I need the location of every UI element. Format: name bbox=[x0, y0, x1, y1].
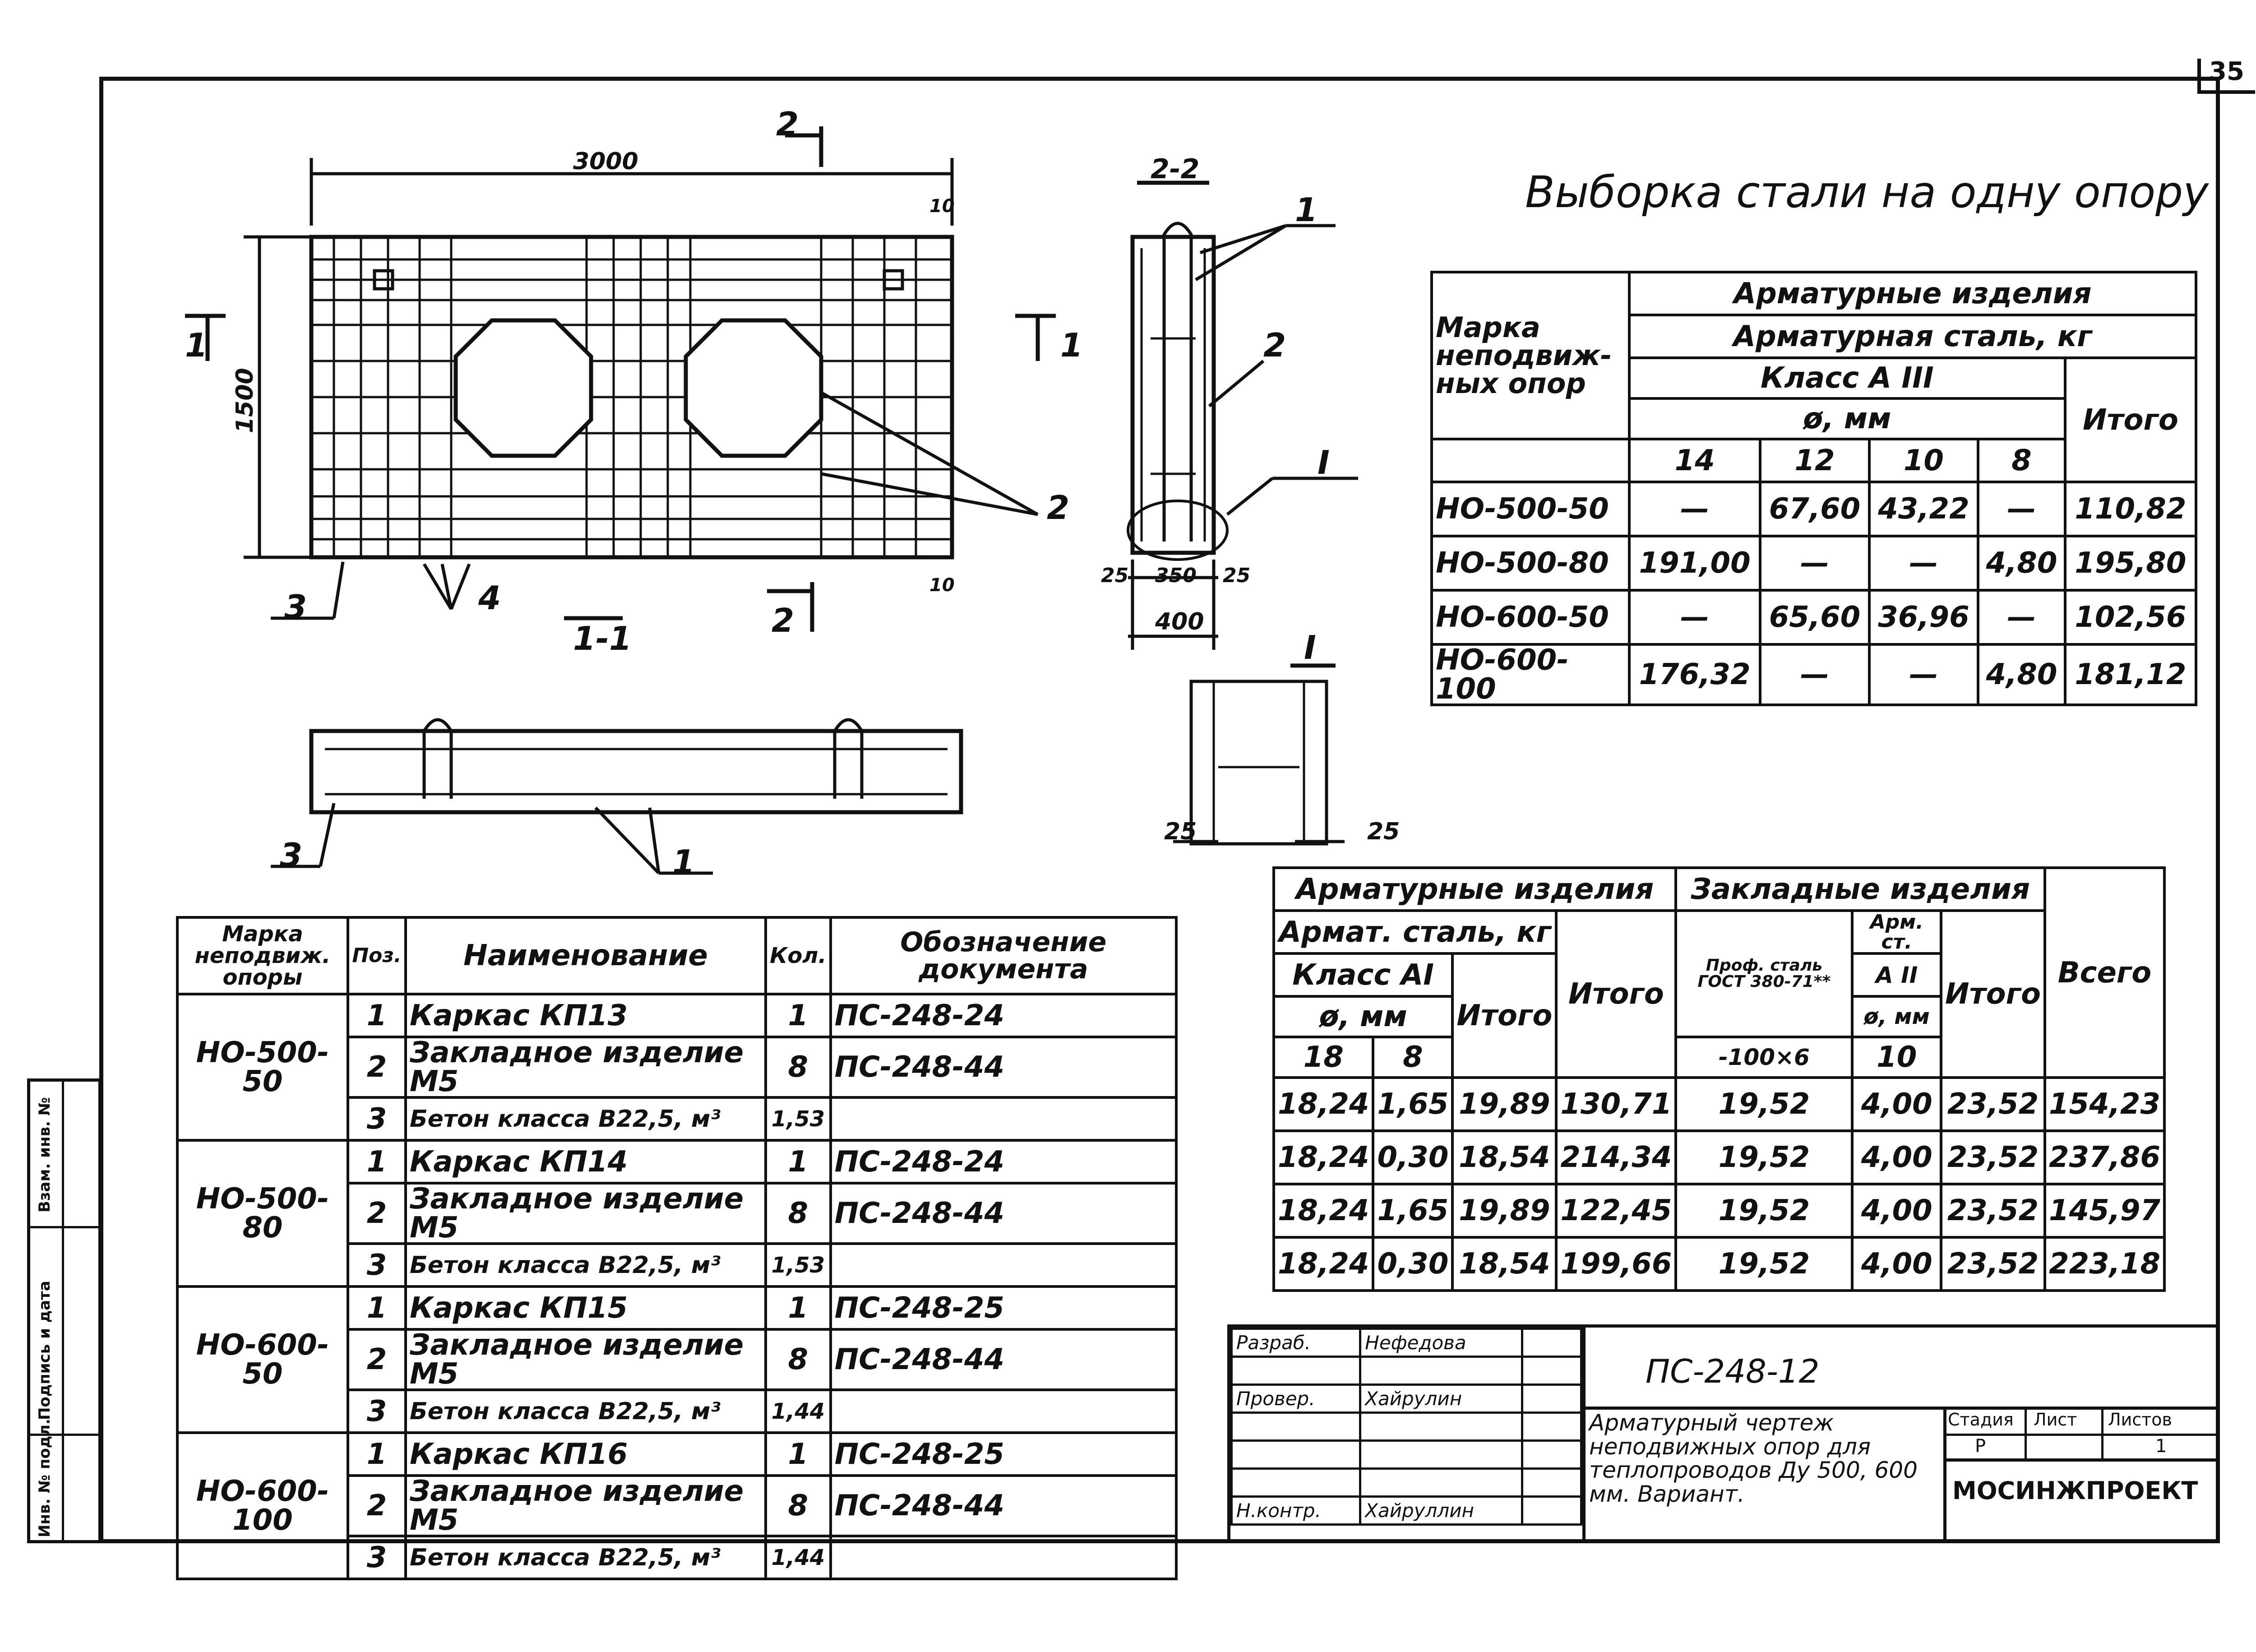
table-row: НО-500-80 191,00 — — 4,80 195,80 bbox=[1430, 535, 2198, 592]
dim-I-25b: 25 bbox=[1367, 818, 1400, 845]
table-row: 2 Закладное изделие М5 8 ПС-248-44 bbox=[177, 1328, 1178, 1391]
mark-2-b: 2 bbox=[772, 602, 794, 639]
table-row: НО-600-100 1 Каркас КП16 1 ПС-248-25 bbox=[176, 1431, 1178, 1580]
mark-2-a: 2 bbox=[776, 105, 799, 143]
dim-10-a: 10 bbox=[929, 196, 955, 217]
dim-10-b: 10 bbox=[929, 575, 955, 596]
cont-header-total-1: Итого bbox=[1451, 952, 1558, 1079]
section-label-I: I bbox=[1304, 629, 1316, 666]
table-row: НО-500-50 1 Каркас КП13 1 ПС-248-24 bbox=[176, 993, 1178, 1142]
table-row: 2 Закладное изделие М5 8 ПС-248-44 bbox=[177, 1182, 1178, 1245]
steel-diam-14: 14 bbox=[1627, 438, 1762, 483]
mark-3-b: 3 bbox=[280, 836, 302, 874]
table-row: 3 Бетон класса В22,5, м³ 1,44 bbox=[177, 1388, 1178, 1434]
dim-2-2-350: 350 bbox=[1155, 564, 1197, 587]
steel-header-diam: ø, мм bbox=[1628, 397, 2066, 440]
steel-header-steel: Арматурная сталь, кг bbox=[1628, 314, 2197, 359]
cont-header-diam-10: ø, мм bbox=[1851, 995, 1942, 1038]
cont-header-all: Всего bbox=[2043, 866, 2166, 1079]
spec-header-doc: Обозначение документа bbox=[829, 916, 1178, 995]
cont-header-aii: А II bbox=[1851, 952, 1942, 998]
section-label-1-1: 1-1 bbox=[573, 620, 632, 657]
table-row: 18,24 1,65 19,89 122,45 19,52 4,00 23,52… bbox=[1272, 1183, 2166, 1239]
table-row: 18,24 1,65 19,89 130,71 19,52 4,00 23,52… bbox=[1272, 1076, 2166, 1132]
doc-code: ПС-248-12 bbox=[1646, 1352, 1820, 1390]
dim-2-2-25a: 25 bbox=[1101, 564, 1128, 587]
spec-table: Марка неподвиж. опоры Поз. Наименование … bbox=[176, 916, 1178, 1580]
table-row: 3 Бетон класса В22,5, м³ 1,53 bbox=[177, 1096, 1178, 1142]
spec-header-qty: Кол. bbox=[764, 916, 832, 995]
side-stamp: Взам. инв. № Подпись и дата Инв. № подл. bbox=[27, 1078, 102, 1543]
cont-header-arm: Арматурные изделия bbox=[1272, 866, 1678, 912]
title-block-people: Разраб. Нефедова Провер. Хайрулин Н.конт… bbox=[1230, 1328, 1582, 1526]
mark-1-a: 1 bbox=[185, 326, 208, 364]
dim-1500: 1500 bbox=[231, 368, 259, 433]
steel-header-group: Арматурные изделия bbox=[1628, 271, 2197, 316]
steel-diam-8: 8 bbox=[1977, 438, 2066, 483]
spec-header-pos: Поз. bbox=[347, 916, 407, 995]
steel-header-total: Итого bbox=[2063, 356, 2198, 483]
cont-header-arm-st: Арм. ст. bbox=[1851, 909, 1942, 955]
cont-header-arm-steel: Армат. сталь, кг bbox=[1272, 909, 1558, 955]
mark-4: 4 bbox=[478, 579, 501, 617]
section-label-I-2: I bbox=[1318, 444, 1330, 481]
org-name: МОСИНЖПРОЕКТ bbox=[1952, 1476, 2198, 1505]
table-row: НО-600-100 176,32 — — 4,80 181,12 bbox=[1430, 643, 2198, 706]
mark-2-d: 2 bbox=[1263, 326, 1286, 364]
cont-header-embed: Закладные изделия bbox=[1674, 866, 2046, 912]
sheet-number: 35 bbox=[2209, 57, 2244, 86]
table-row: НО-600-50 — 65,60 36,96 — 102,56 bbox=[1430, 589, 2198, 646]
cont-diam-18: 18 bbox=[1272, 1036, 1375, 1079]
dim-2-2-25b: 25 bbox=[1223, 564, 1250, 587]
dim-I-25a: 25 bbox=[1164, 818, 1197, 845]
steel-diam-10: 10 bbox=[1868, 438, 1980, 483]
cont-diam-8: 8 bbox=[1372, 1036, 1454, 1079]
mark-3-a: 3 bbox=[284, 588, 307, 626]
cont-header-prof: Проф. сталь ГОСТ 380-71** bbox=[1674, 909, 1854, 1038]
continuation-table: Арматурные изделия Закладные изделия Все… bbox=[1272, 866, 2166, 1292]
table-row: НО-500-80 1 Каркас КП14 1 ПС-248-24 bbox=[176, 1139, 1178, 1288]
table-row: 3 Бетон класса В22,5, м³ 1,53 bbox=[177, 1242, 1178, 1288]
spec-header-mark: Марка неподвиж. опоры bbox=[176, 916, 349, 995]
steel-header-class: Класс А III bbox=[1628, 356, 2066, 400]
doc-description: Арматурный чертеж неподвижных опор для т… bbox=[1589, 1410, 1918, 1507]
page-title: Выборка стали на одну опору bbox=[1525, 167, 2209, 217]
section-label-2-2: 2-2 bbox=[1151, 153, 1199, 185]
mark-1-c: 1 bbox=[672, 843, 695, 881]
steel-diam-12: 12 bbox=[1759, 438, 1871, 483]
mark-2-c: 2 bbox=[1047, 489, 1069, 527]
table-row: 3 Бетон класса В22,5, м³ 1,44 bbox=[177, 1535, 1178, 1580]
table-row: НО-500-50 — 67,60 43,22 — 110,82 bbox=[1430, 481, 2198, 537]
dim-3000: 3000 bbox=[573, 148, 638, 175]
cont-header-diam: ø, мм bbox=[1272, 995, 1454, 1038]
mark-1-b: 1 bbox=[1060, 326, 1083, 364]
mark-1-d: 1 bbox=[1295, 191, 1318, 229]
table-row: 18,24 0,30 18,54 199,66 19,52 4,00 23,52… bbox=[1272, 1236, 2166, 1292]
cont-header-total-2: Итого bbox=[1555, 909, 1678, 1079]
steel-header-mark: Марка неподвиж-ных опор bbox=[1430, 271, 1631, 440]
spec-header-name: Наименование bbox=[404, 916, 767, 995]
title-block: Разраб. Нефедова Провер. Хайрулин Н.конт… bbox=[1227, 1324, 2220, 1543]
cont-diam-10: 10 bbox=[1851, 1036, 1942, 1079]
table-row: 2 Закладное изделие М5 8 ПС-248-44 bbox=[177, 1036, 1178, 1099]
table-row: НО-600-50 1 Каркас КП15 1 ПС-248-25 bbox=[176, 1285, 1178, 1434]
table-row: 2 Закладное изделие М5 8 ПС-248-44 bbox=[177, 1474, 1178, 1537]
steel-table: Марка неподвиж-ных опор Арматурные издел… bbox=[1430, 271, 2198, 706]
table-row: 18,24 0,30 18,54 214,34 19,52 4,00 23,52… bbox=[1272, 1129, 2166, 1185]
dim-2-2-400: 400 bbox=[1155, 608, 1204, 635]
sheet-number-box: 35 bbox=[2197, 57, 2255, 94]
cont-header-class-ai: Класс АI bbox=[1272, 952, 1454, 998]
cont-header-prof-size: -100×6 bbox=[1674, 1036, 1854, 1079]
cont-header-total-3: Итого bbox=[1939, 909, 2047, 1079]
